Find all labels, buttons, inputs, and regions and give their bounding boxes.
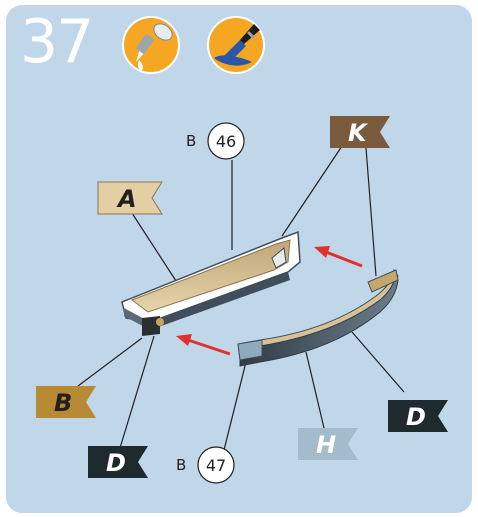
flag-label: A [116,185,137,213]
flag-h: H [298,428,358,460]
flag-label: B [54,389,72,417]
flag-label: H [316,431,336,459]
flag-a: A [98,182,162,214]
flag-label: D [406,403,426,431]
flag-d-right: D [388,400,448,432]
part-ref-letter: B [176,456,186,474]
part-ref-47: B 47 [176,447,234,483]
part-ref-number: 46 [216,132,236,151]
arrow-lower [176,334,230,354]
part-ref-46: B 46 [186,123,244,159]
glue-icon [123,17,179,73]
arrow-upper [314,246,362,266]
flag-k: K [330,116,390,148]
part-ref-letter: B [186,132,196,150]
paint-brush-icon [208,17,264,73]
hull-part [122,232,300,336]
flag-label: K [348,119,369,147]
flag-d-left: D [88,446,148,478]
flag-b: B [36,386,96,418]
flag-label: D [106,449,126,477]
part-ref-number: 47 [206,456,226,475]
